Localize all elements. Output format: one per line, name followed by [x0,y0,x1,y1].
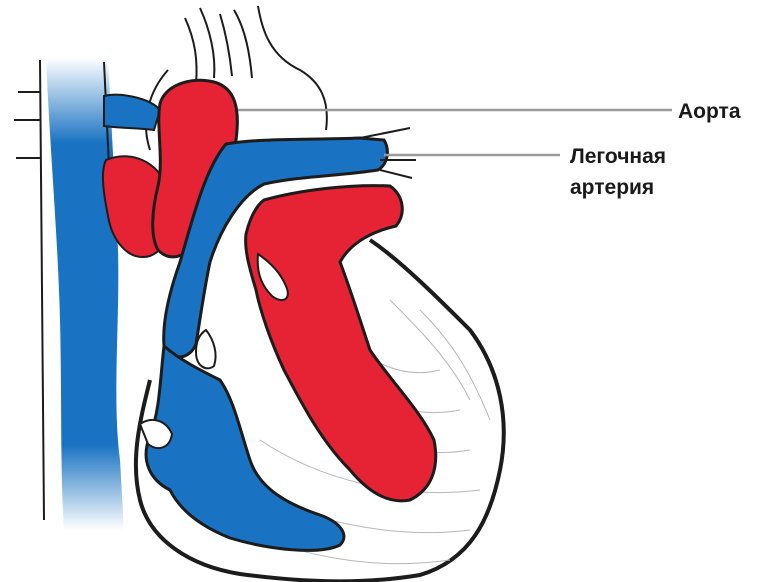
pulmonary-artery-label-line2: артерия [570,174,654,201]
aorta-label: Аорта [678,98,741,125]
left-ventricle [246,186,436,501]
pulmonary-artery-label-line1: Легочная [570,143,666,170]
vena-cava [14,58,124,530]
